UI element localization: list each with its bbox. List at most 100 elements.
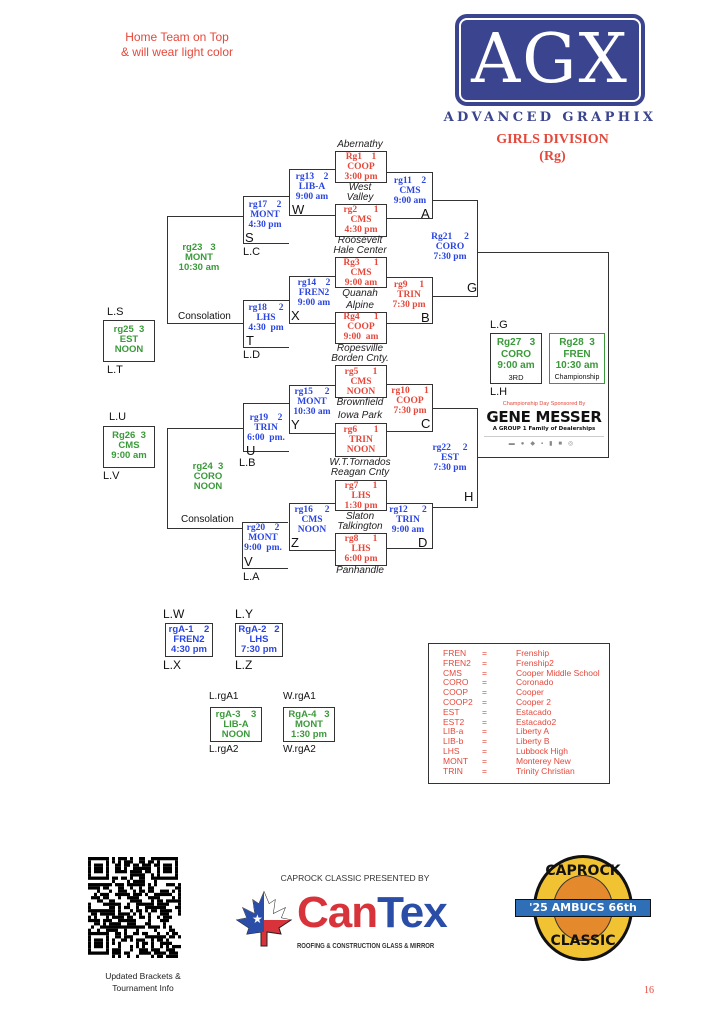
game-line: CMS — [399, 186, 421, 196]
venue-label: Hale Center — [333, 245, 387, 256]
legend-equals: = — [482, 677, 487, 688]
game-line: LIB-A — [298, 182, 326, 192]
game-line: 7:30 pm — [241, 644, 277, 655]
legend-box — [428, 643, 610, 784]
game-line: rg9 1 — [393, 280, 425, 290]
legend-equals: = — [482, 726, 487, 737]
game-line: rg14 2 — [297, 278, 331, 288]
qr-code[interactable] — [88, 857, 181, 958]
game-line: NOON — [297, 525, 327, 535]
legend-name: Cooper — [516, 687, 544, 698]
game-line: rgA-1 2 — [168, 624, 210, 635]
legend-equals: = — [482, 648, 487, 658]
slot-x: X — [291, 308, 300, 323]
legend-abbr: CMS — [443, 667, 462, 678]
game-box-rg25 — [103, 320, 155, 362]
legend-name: Liberty A — [516, 726, 550, 737]
slot-s: S — [245, 230, 254, 245]
legend-equals: = — [482, 716, 487, 727]
game-line: 9:00 am — [393, 196, 427, 206]
game-line: TRIN — [396, 515, 420, 525]
legend-name: Frenship — [516, 648, 550, 658]
game-line: rg10 1 — [391, 386, 429, 396]
bracket-rg13 — [289, 169, 335, 216]
game-line: NOON — [193, 481, 223, 492]
bracket-rg21 — [433, 200, 478, 297]
slot-t: T — [246, 333, 254, 348]
division-title: GIRLS DIVISION (Rg) — [470, 131, 635, 165]
game-line: CORO — [193, 471, 223, 482]
game-line: LHS — [351, 491, 371, 501]
label-ls: L.S — [107, 306, 124, 318]
label-lv: L.V — [103, 470, 120, 482]
game-line: MONT — [248, 533, 278, 543]
label-lc: L.C — [243, 246, 261, 258]
legend-name: Liberty B — [516, 736, 550, 747]
game-line: rg16 2 — [294, 505, 330, 515]
note-line: & will wear light color — [120, 45, 234, 59]
label-lx: L.X — [163, 658, 182, 672]
championship-label: Championship — [554, 374, 600, 381]
game-box-rga2 — [235, 623, 283, 657]
game-line: CORO — [435, 242, 465, 252]
bracket-finals — [478, 252, 609, 458]
game-line: rg24 3 — [192, 461, 224, 472]
venue-label: Brownfield — [336, 397, 384, 408]
game-line: 6:00 pm — [344, 554, 378, 564]
legend-abbr: COOP2 — [443, 697, 473, 707]
game-line: rg22 2 — [432, 443, 468, 453]
game-box-rg2 — [335, 204, 387, 237]
venue-label: Reagan Cnty — [330, 467, 390, 478]
legend-abbr: TRIN — [443, 765, 463, 776]
venue-label: Slaton — [345, 511, 375, 522]
label-lz: L.Z — [235, 658, 253, 672]
venue-label: Valley — [346, 192, 374, 203]
label-lrga2: L.rgA2 — [209, 744, 239, 755]
game-line: Rg26 3 — [112, 430, 146, 441]
game-line: 9:00 am — [297, 298, 331, 308]
legend-name: Cooper Middle School — [516, 667, 600, 678]
legend-equals: = — [482, 746, 487, 756]
legend-abbr: FREN — [443, 648, 467, 658]
label-ld: L.D — [243, 349, 261, 361]
game-box-rga4 — [283, 707, 335, 742]
game-line: 4:30 pm — [248, 323, 284, 333]
game-line: 7:30 pm — [392, 300, 426, 310]
maple-leaf-icon: ★ — [235, 890, 293, 947]
game-box-rga3 — [210, 707, 262, 742]
presented-by-label: CAPROCK CLASSIC PRESENTED BY — [280, 873, 430, 883]
logo-text: AGX — [459, 18, 641, 102]
legend-abbr: LHS — [443, 746, 460, 756]
game-line: CMS — [350, 268, 372, 278]
label-lg: L.G — [490, 319, 508, 331]
game-line: rg15 2 — [294, 387, 330, 397]
game-line: NOON — [114, 344, 144, 355]
game-box-rg6 — [335, 423, 387, 457]
note-line: Home Team on Top — [125, 30, 229, 44]
game-line: MONT — [297, 397, 327, 407]
slot-b: B — [421, 310, 430, 325]
label-lu: L.U — [109, 411, 127, 423]
game-line: rg2 1 — [343, 205, 379, 215]
game-line: rgA-3 3 — [215, 709, 257, 720]
game-line: 7:30 pm — [393, 406, 427, 416]
game-line: NOON — [346, 387, 376, 397]
game-line: TRIN — [254, 423, 278, 433]
legend-name: Frenship2 — [516, 657, 554, 668]
label-wrga1: W.rgA1 — [283, 691, 316, 702]
legend-equals: = — [482, 765, 487, 776]
bracket-rg16 — [289, 503, 335, 551]
game-line: COOP — [347, 162, 375, 172]
consolation-label: Consolation — [181, 514, 234, 525]
